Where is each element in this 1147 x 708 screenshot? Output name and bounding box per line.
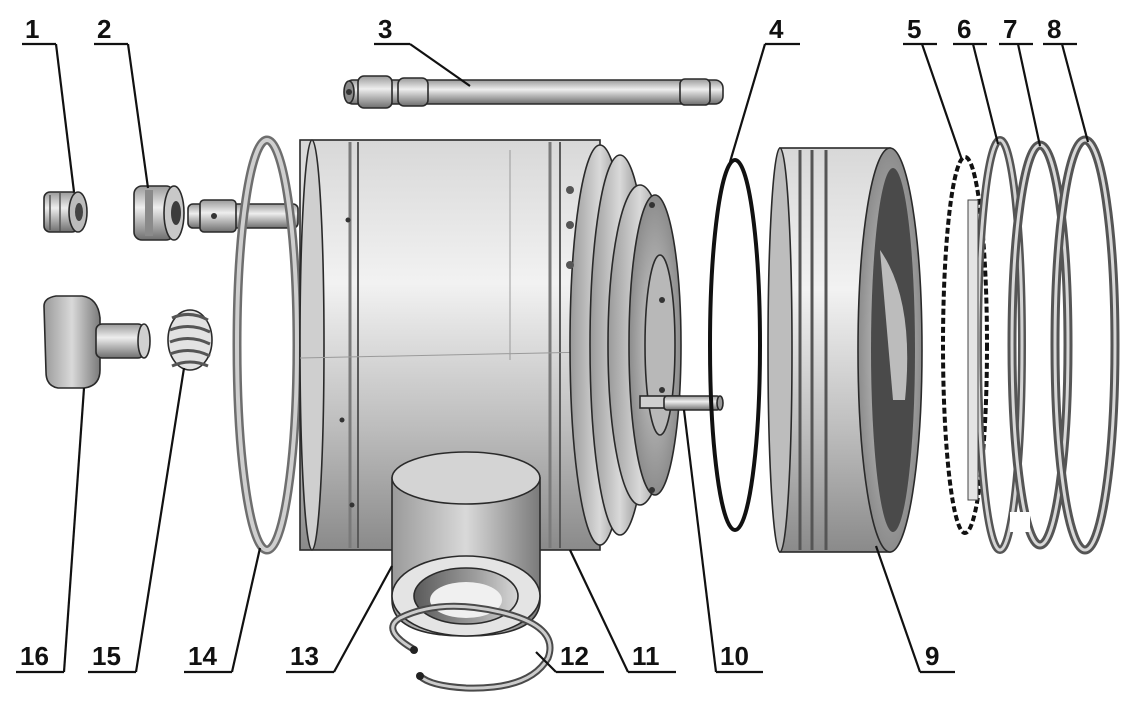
callout-7: 7 bbox=[1003, 14, 1017, 44]
part-6-split-ring bbox=[967, 136, 1026, 554]
callout-11: 11 bbox=[632, 641, 660, 671]
part-9-piston bbox=[767, 147, 923, 553]
callout-16: 16 bbox=[20, 641, 49, 671]
part-11-housing bbox=[299, 139, 682, 551]
part-12-retaining-ring bbox=[389, 602, 554, 692]
callout-12: 12 bbox=[560, 641, 589, 671]
callout-14: 14 bbox=[188, 641, 217, 671]
callout-9: 9 bbox=[925, 641, 939, 671]
callout-1: 1 bbox=[25, 14, 39, 44]
callout-2: 2 bbox=[97, 14, 111, 44]
callout-3: 3 bbox=[378, 14, 392, 44]
part-8-ring bbox=[1050, 135, 1120, 555]
part-1-nut bbox=[43, 191, 88, 233]
callout-5: 5 bbox=[907, 14, 921, 44]
callout-13: 13 bbox=[290, 641, 319, 671]
part-3-shaft bbox=[343, 75, 724, 109]
callout-4: 4 bbox=[769, 14, 784, 44]
part-13-nose bbox=[391, 451, 541, 637]
part-14-ring bbox=[232, 135, 302, 555]
part-2-bushing bbox=[133, 185, 185, 241]
callout-layer: 1 2 3 4 5 6 7 8 9 10 bbox=[16, 14, 1090, 674]
part-4-o-ring bbox=[708, 158, 762, 532]
part-10-pin bbox=[663, 395, 724, 411]
callout-10: 10 bbox=[720, 641, 749, 671]
callout-8: 8 bbox=[1047, 14, 1061, 44]
part-15-spring bbox=[167, 309, 213, 371]
callout-6: 6 bbox=[957, 14, 971, 44]
part-16-cam-lever bbox=[43, 295, 151, 389]
callout-15: 15 bbox=[92, 641, 121, 671]
part-5-spring-ring bbox=[941, 155, 989, 535]
